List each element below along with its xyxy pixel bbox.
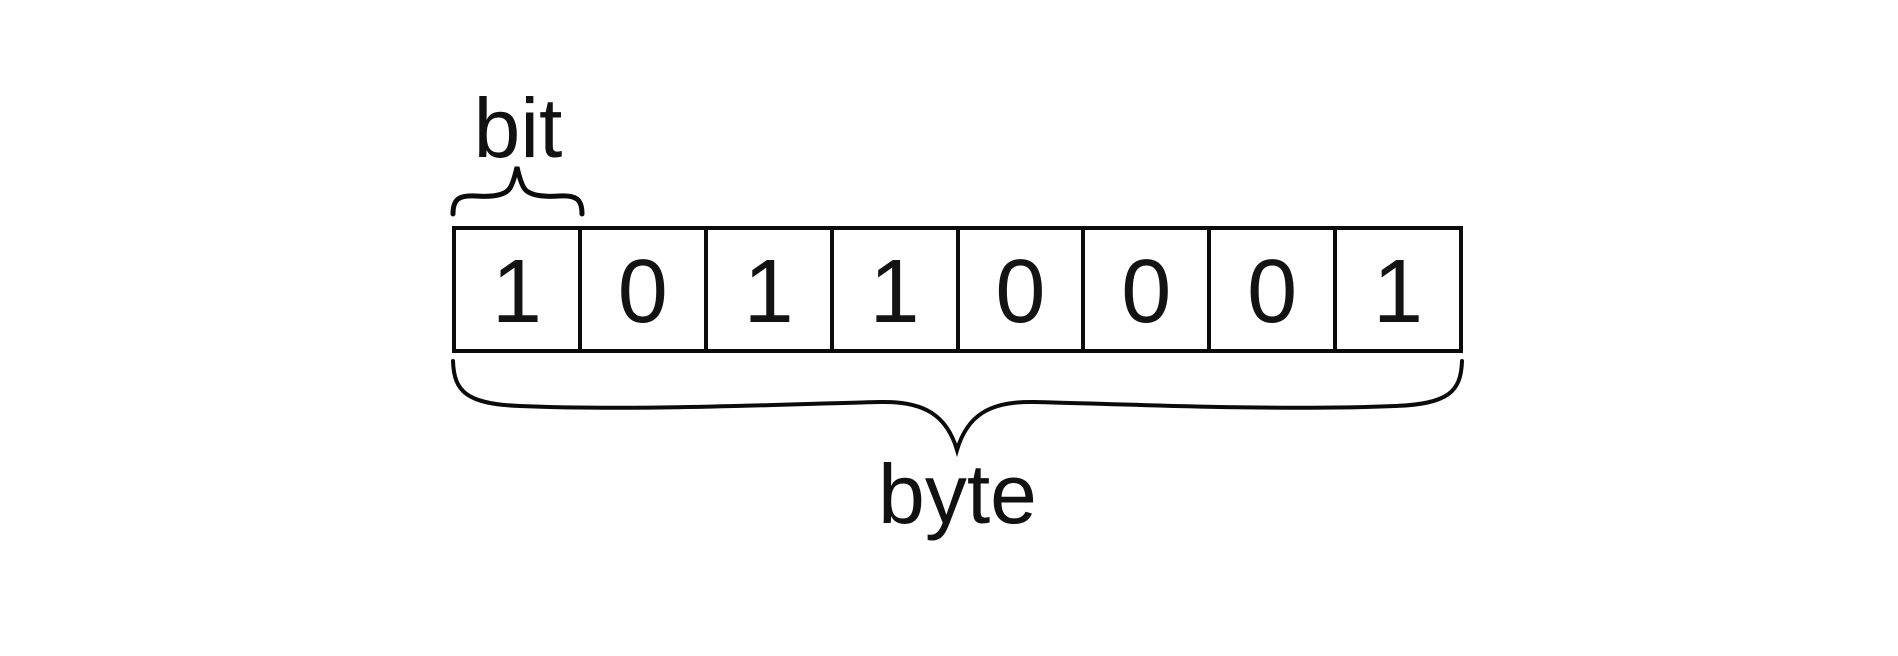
bit-cell-0: 1 [456, 230, 578, 349]
bit-label: bit [473, 81, 563, 175]
bit-value: 0 [995, 241, 1046, 342]
bit-cell-2: 1 [703, 230, 830, 349]
byte-cells: 1 0 1 1 0 0 0 1 [452, 226, 1463, 353]
bit-value: 1 [491, 241, 542, 342]
bit-cell-5: 0 [1081, 230, 1207, 349]
bit-value: 1 [1373, 241, 1424, 342]
bit-cell-4: 0 [955, 230, 1082, 349]
bit-cell-7: 1 [1333, 230, 1459, 349]
bit-cell-3: 1 [829, 230, 956, 349]
bit-value: 0 [1247, 241, 1298, 342]
bit-cell-6: 0 [1207, 230, 1333, 349]
bit-value: 0 [1121, 241, 1172, 342]
byte-brace-icon [451, 359, 1464, 458]
bit-cell-1: 0 [577, 230, 704, 349]
bit-value: 0 [617, 241, 668, 342]
bit-value: 1 [743, 241, 794, 342]
bit-value: 1 [869, 241, 920, 342]
byte-label: byte [878, 447, 1037, 541]
